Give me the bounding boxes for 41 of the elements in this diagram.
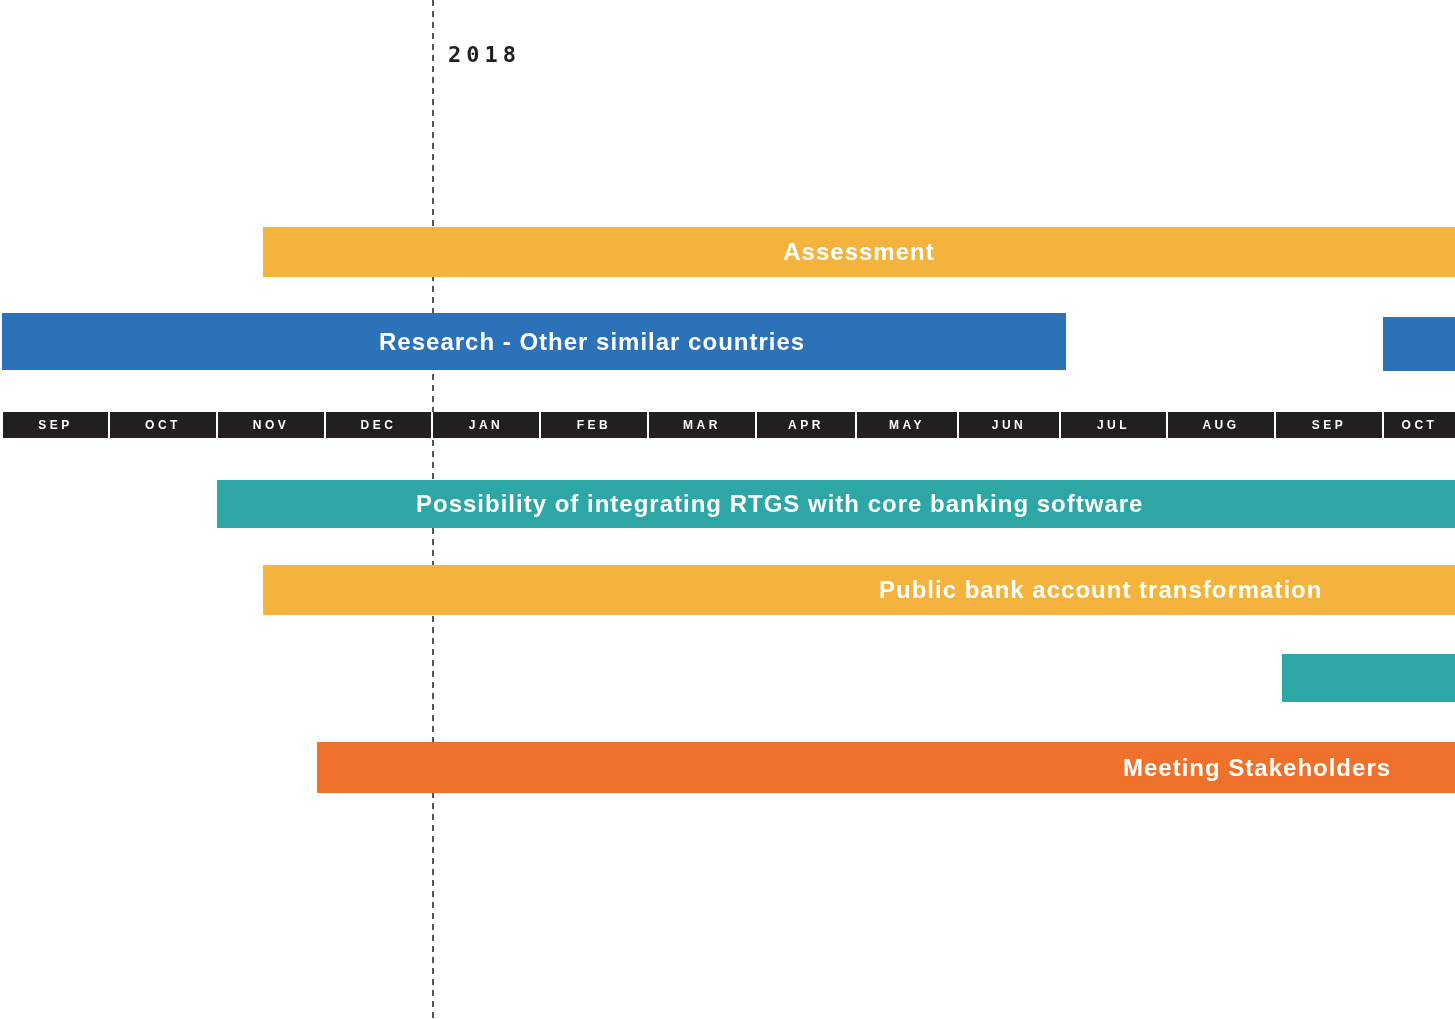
task-label: Assessment (783, 238, 935, 266)
month-label: AUG (1202, 418, 1240, 432)
task-bar (1282, 654, 1455, 702)
month-cell (959, 412, 1061, 438)
month-cell (1061, 412, 1168, 438)
task-bar (263, 227, 1455, 277)
task-label: Possibility of integrating RTGS with core banking software (416, 490, 1144, 518)
task-bar (317, 742, 1455, 793)
month-label: SEP (1311, 418, 1347, 432)
task-bar (2, 313, 1066, 370)
month-cell (218, 412, 326, 438)
month-cell (857, 412, 959, 438)
task-label: Research - Other similar countries (379, 327, 806, 356)
month-label: OCT (145, 418, 181, 432)
month-label: JUN (991, 418, 1027, 432)
task-bar (263, 565, 1455, 615)
month-cell (110, 412, 218, 438)
month-label: MAY (888, 418, 926, 432)
month-label: APR (788, 418, 824, 432)
month-label: JUL (1096, 418, 1131, 432)
month-label: NOV (252, 418, 290, 432)
month-cell (433, 412, 541, 438)
task-label: Public bank account transformation (879, 576, 1323, 604)
month-cell (541, 412, 649, 438)
month-cell (326, 412, 433, 438)
task-label: Meeting Stakeholders (1123, 753, 1392, 782)
month-cell (1168, 412, 1276, 438)
month-label: SEP (38, 418, 73, 432)
month-cell (3, 412, 110, 438)
month-label: JAN (468, 418, 504, 432)
task-bar (217, 480, 1455, 528)
month-label: FEB (576, 418, 612, 432)
month-cell (649, 412, 757, 438)
task-bar (1383, 317, 1455, 371)
month-cell (1384, 412, 1455, 438)
month-label: OCT (1401, 418, 1438, 432)
month-label: MAR (683, 418, 721, 432)
month-label: DEC (360, 418, 397, 432)
month-cell (1276, 412, 1384, 438)
month-cell (757, 412, 857, 438)
year-label: 2018 (448, 42, 521, 67)
